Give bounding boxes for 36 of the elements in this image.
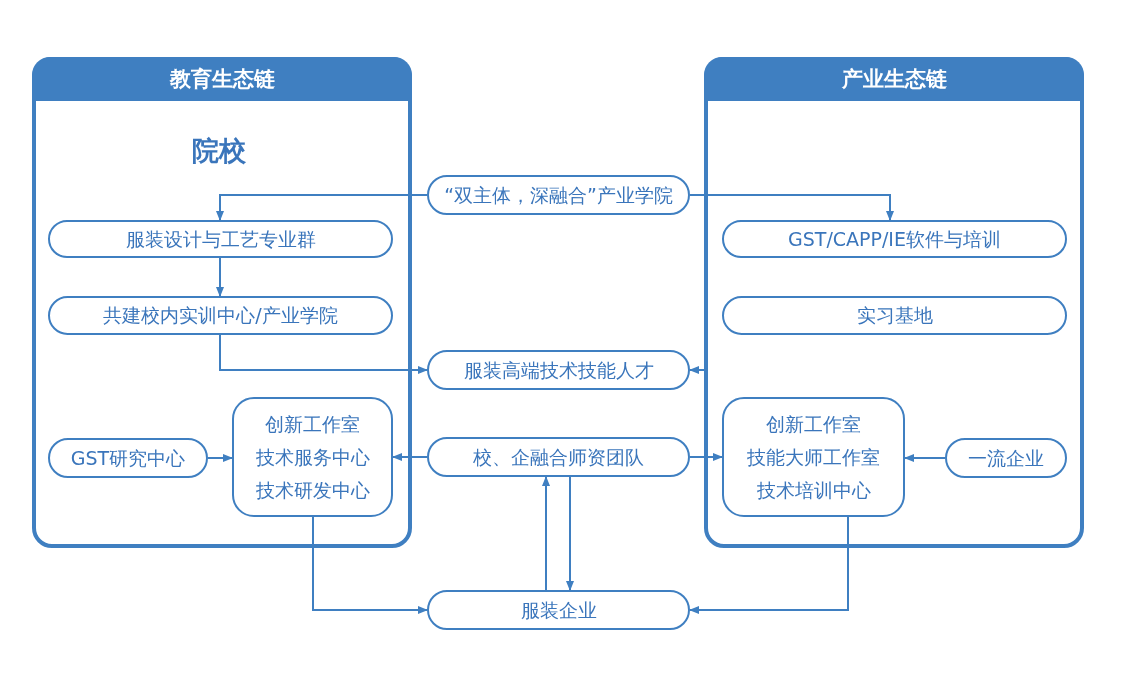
arrow xyxy=(312,516,428,614)
panel-header: 教育生态链 xyxy=(32,57,412,101)
arrow xyxy=(216,194,428,221)
box-text: 技术服务中心 xyxy=(255,444,370,470)
rounded-box xyxy=(722,397,905,517)
rounded-box: 一流企业 xyxy=(945,438,1067,478)
rounded-box: 实习基地 xyxy=(722,296,1067,335)
section-heading: 院校 xyxy=(192,134,246,168)
arrow xyxy=(542,476,550,591)
arrow xyxy=(219,334,428,374)
arrow xyxy=(207,454,233,462)
rounded-box: 服装高端技术技能人才 xyxy=(427,350,690,390)
arrow xyxy=(566,476,574,591)
box-text: 技能大师工作室 xyxy=(747,444,880,470)
arrow xyxy=(689,453,723,461)
box-text: 创新工作室 xyxy=(265,411,360,437)
arrow xyxy=(689,194,894,221)
rounded-box: GST/CAPP/IE软件与培训 xyxy=(722,220,1067,258)
rounded-box: 校、企融合师资团队 xyxy=(427,437,690,477)
arrow xyxy=(904,454,946,462)
box-text: 技术培训中心 xyxy=(756,477,871,503)
ecosystem-panel xyxy=(704,57,1084,548)
arrow xyxy=(689,366,705,374)
rounded-box: “双主体，深融合”产业学院 xyxy=(427,175,690,215)
arrow xyxy=(216,257,224,297)
arrow xyxy=(392,453,428,461)
panel-header: 产业生态链 xyxy=(704,57,1084,101)
rounded-box xyxy=(232,397,393,517)
box-text: 创新工作室 xyxy=(766,411,861,437)
rounded-box: 服装设计与工艺专业群 xyxy=(48,220,393,258)
box-text: 技术研发中心 xyxy=(255,477,370,503)
arrow xyxy=(689,516,849,614)
ecosystem-panel xyxy=(32,57,412,548)
rounded-box: 共建校内实训中心/产业学院 xyxy=(48,296,393,335)
rounded-box: 服装企业 xyxy=(427,590,690,630)
rounded-box: GST研究中心 xyxy=(48,438,208,478)
